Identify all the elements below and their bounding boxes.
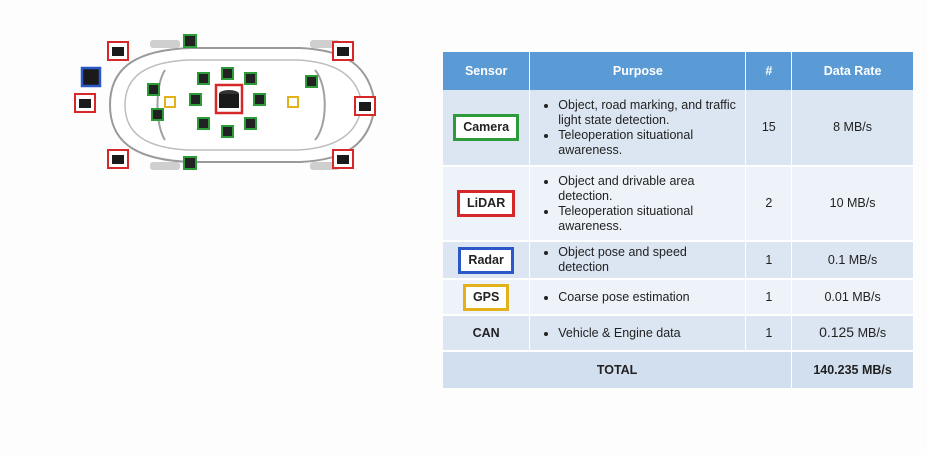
rate-cell: 10 MB/s [791,166,914,242]
table-header-row: Sensor Purpose # Data Rate [443,52,914,90]
count-cell: 1 [745,241,793,280]
sensor-cell: Radar [443,241,531,280]
sensor-unit [112,155,124,164]
windshield [314,69,326,141]
table-row-camera: Camera Object, road marking, and traffic… [443,90,914,167]
purpose-item: Vehicle & Engine data [558,326,739,341]
purpose-list: Object pose and speed detection [536,245,739,275]
rate-unit: MB/s [857,326,887,340]
car-sensor-diagram [70,30,390,180]
rate-cell: 8 MB/s [791,90,914,167]
camera-marker [183,156,197,170]
table-row-radar: Radar Object pose and speed detection 1 … [443,241,914,280]
roof-lidar-cluster [189,67,266,138]
rate-cell: 0.1 MB/s [791,241,914,280]
gps-marker [164,96,176,108]
header-count: # [745,52,793,90]
purpose-list: Vehicle & Engine data [536,326,739,341]
sensor-label-gps: GPS [462,283,510,311]
rear-window [156,69,166,141]
sensor-cell: Camera [443,90,531,167]
purpose-item: Object, road marking, and traffic light … [558,98,739,128]
purpose-item: Object pose and speed detection [558,245,739,275]
camera-marker [189,93,202,106]
table-row-can: CAN Vehicle & Engine data 1 0.125 MB/s [443,315,914,352]
camera-marker [197,117,210,130]
rate-cell: 0.01 MB/s [791,279,914,316]
purpose-cell: Coarse pose estimation [529,279,747,316]
camera-marker [183,34,197,48]
header-purpose: Purpose [529,52,747,90]
rate-cell: 0.125 MB/s [791,315,914,352]
sensor-unit [359,102,371,111]
sensor-unit [112,47,124,56]
purpose-item: Teleoperation situational awareness. [558,128,739,158]
wheel [150,162,180,170]
purpose-item: Teleoperation situational awareness. [558,204,739,234]
camera-marker [244,72,257,85]
wheel [150,40,180,48]
radar-marker [80,66,102,88]
sensor-cell: CAN [443,315,531,352]
sensor-unit [337,155,349,164]
sensor-unit [337,47,349,56]
purpose-list: Object and drivable area detection. Tele… [536,174,739,234]
sensor-unit [79,99,91,108]
sensor-label-radar: Radar [458,246,514,274]
camera-marker [151,108,164,121]
sensor-cell: GPS [443,279,531,316]
camera-marker [305,75,318,88]
table-row-lidar: LiDAR Object and drivable area detection… [443,166,914,242]
camera-marker [244,117,257,130]
purpose-cell: Object, road marking, and traffic light … [529,90,747,167]
count-cell: 15 [745,90,793,167]
count-cell: 1 [745,279,793,316]
count-cell: 2 [745,166,793,242]
camera-marker [147,83,160,96]
camera-marker [197,72,210,85]
purpose-cell: Object and drivable area detection. Tele… [529,166,747,242]
total-rate: 140.235 MB/s [791,351,914,390]
sensor-label-can: CAN [472,325,500,340]
rate-value: 0.125 [819,324,855,340]
camera-marker [253,93,266,106]
sensor-cell: LiDAR [443,166,531,242]
sensor-label-lidar: LiDAR [457,190,516,217]
sensor-table: Sensor Purpose # Data Rate Camera Object… [443,52,914,390]
purpose-list: Coarse pose estimation [536,290,739,305]
purpose-list: Object, road marking, and traffic light … [536,98,739,158]
purpose-item: Object and drivable area detection. [558,174,739,204]
camera-marker [221,125,234,138]
sensor-label-camera: Camera [453,114,520,141]
table-row-total: TOTAL 140.235 MB/s [443,351,914,390]
purpose-cell: Vehicle & Engine data [529,315,747,352]
car-top-view-illustration [74,34,377,170]
purpose-cell: Object pose and speed detection [529,241,747,280]
purpose-item: Coarse pose estimation [558,290,739,305]
gps-marker [287,96,299,108]
table-row-gps: GPS Coarse pose estimation 1 0.01 MB/s [443,279,914,316]
header-sensor: Sensor [443,52,531,90]
total-label: TOTAL [443,351,793,390]
header-data-rate: Data Rate [791,52,914,90]
camera-marker [221,67,234,80]
count-cell: 1 [745,315,793,352]
lidar-body [219,94,239,108]
